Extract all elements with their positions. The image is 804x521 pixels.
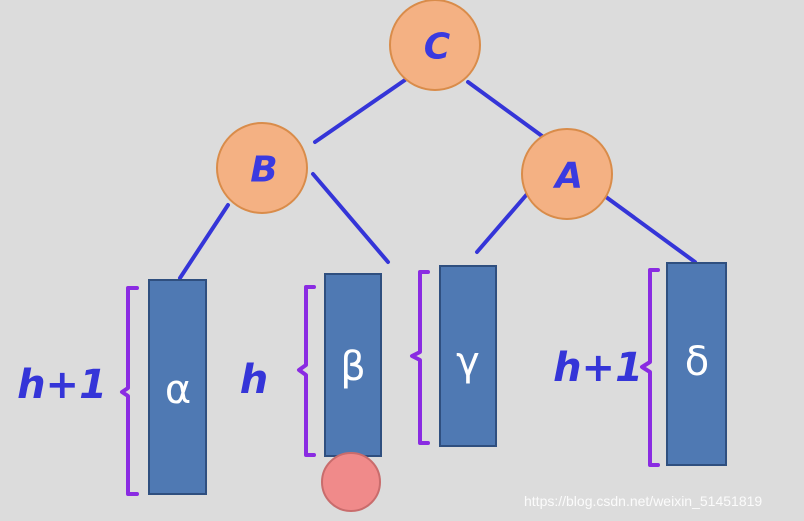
height-brackets [120,268,660,496]
node-c-circle [389,0,481,91]
inserted-node-circle [321,452,381,512]
node-a-circle [521,128,613,220]
subtree-gamma-block [439,265,497,447]
edge-b-alpha [178,203,230,280]
bracket-beta [297,285,316,457]
edge-c-b [313,78,407,144]
node-b-circle [216,122,308,214]
height-label-alpha: h+1 [17,362,107,408]
subtree-gamma-label: γ [456,339,480,385]
subtree-beta-block [324,273,382,457]
watermark-text: https://blog.csdn.net/weixin_51451819 [524,493,762,509]
edge-b-beta [311,172,390,264]
edge-c-a [466,80,544,138]
subtree-beta-label: β [340,344,366,390]
node-c: C [389,0,481,91]
bracket-delta [640,268,660,467]
node-c-label: C [424,27,451,68]
edge-a-delta [604,195,697,264]
bracket-alpha [120,286,139,496]
node-b: B [216,122,308,214]
height-label-delta: h+1 [553,345,643,391]
subtree-delta: δ [666,262,727,466]
edge-a-gamma [475,191,530,254]
height-label-beta: h [240,357,268,403]
subtree-beta: β [324,273,382,457]
subtree-gamma: γ [439,265,497,447]
node-a: A [521,128,613,220]
tree-edges [178,78,697,280]
node-a-label: A [552,156,583,197]
subtree-delta-label: δ [685,339,709,385]
subtree-alpha: α [148,279,207,495]
subtree-alpha-label: α [165,367,191,413]
node-b-label: B [250,150,277,191]
subtree-delta-block [666,262,727,466]
bracket-gamma [410,270,430,445]
subtree-alpha-block [148,279,207,495]
